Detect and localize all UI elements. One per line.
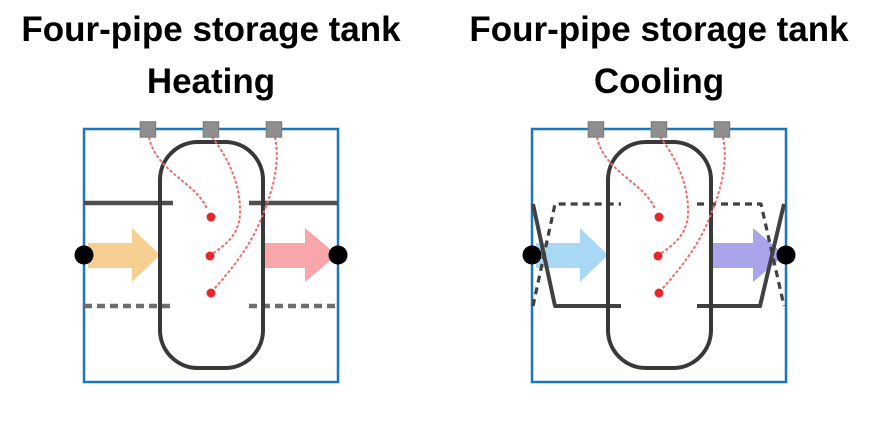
top-connector-square-middle [202,121,220,138]
sensor-signal-curve-middle [211,136,242,255]
sensor-point-bottom [654,288,664,298]
top-connector-square-middle [650,121,668,138]
cooling-panel: Four-pipe storage tank Cooling [469,10,849,384]
sensor-signal-curve-top [148,136,208,210]
sensor-signal-curve-middle [659,136,690,255]
top-connector-square-left [587,121,605,138]
crossover-dashed-left [531,202,621,307]
sensor-signal-curve-top [596,136,656,210]
fluid-port-dot-right [776,245,796,265]
storage-tank-outline [606,140,713,370]
top-connector-square-left [139,121,157,138]
outlet-flow-arrow [711,228,785,282]
crossover-solid-right [697,203,786,308]
fluid-port-dot-right [328,245,348,265]
heating-panel: Four-pipe storage tank Heating [21,10,401,384]
top-connector-square-right [265,121,283,138]
crossover-solid-left [531,203,621,308]
sensor-point-top [654,212,664,222]
inlet-flow-arrow [536,228,608,282]
sensor-signal-curve-bottom [660,136,726,291]
crossover-dashed-right [697,202,786,307]
sensor-point-middle [205,251,215,261]
cooling-title-line2: Cooling [594,62,724,101]
sensor-signal-curve-bottom [212,136,278,291]
heating-title-line1: Four-pipe storage tank [21,10,401,49]
cooling-title-line1: Four-pipe storage tank [469,10,849,49]
sensor-point-bottom [206,288,216,298]
inlet-flow-arrow [88,228,160,282]
fluid-port-dot-left [74,245,94,265]
heating-diagram [74,121,348,384]
sensor-point-top [206,212,216,222]
sensor-point-middle [653,251,663,261]
cooling-diagram [522,121,796,384]
heating-title-line2: Heating [147,62,275,101]
top-connector-square-right [713,121,731,138]
storage-tank-outline [158,140,265,370]
outlet-flow-arrow [263,228,337,282]
fluid-port-dot-left [522,245,542,265]
